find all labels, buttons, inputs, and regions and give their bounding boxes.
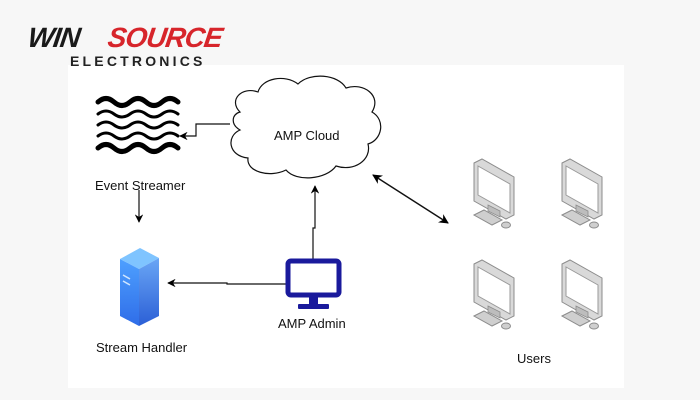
- edge-cloud-to-event-streamer: [179, 123, 230, 141]
- desktop-computer-icon: [473, 259, 515, 330]
- event-streamer-label: Event Streamer: [95, 178, 186, 193]
- edge-admin-to-cloud: [310, 185, 320, 260]
- desktop-computer-icon: [561, 158, 603, 229]
- amp-admin-label: AMP Admin: [278, 316, 346, 331]
- monitor-icon: [285, 258, 342, 309]
- edge-cloud-users-bidirectional: [372, 174, 449, 224]
- cloud-icon: [230, 75, 382, 179]
- logo-subtitle: ELECTRONICS: [70, 53, 206, 69]
- winsource-logo: WIN SOURCE ELECTRONICS: [22, 10, 262, 70]
- wave-stream-icon: [95, 96, 181, 154]
- users-label: Users: [517, 351, 551, 366]
- edge-admin-to-stream-handler: [167, 278, 286, 288]
- server-icon: [120, 248, 159, 326]
- desktop-computer-icon: [473, 158, 515, 229]
- amp-cloud-label: AMP Cloud: [274, 128, 340, 143]
- stream-handler-label: Stream Handler: [96, 340, 188, 355]
- desktop-computer-icon: [561, 259, 603, 330]
